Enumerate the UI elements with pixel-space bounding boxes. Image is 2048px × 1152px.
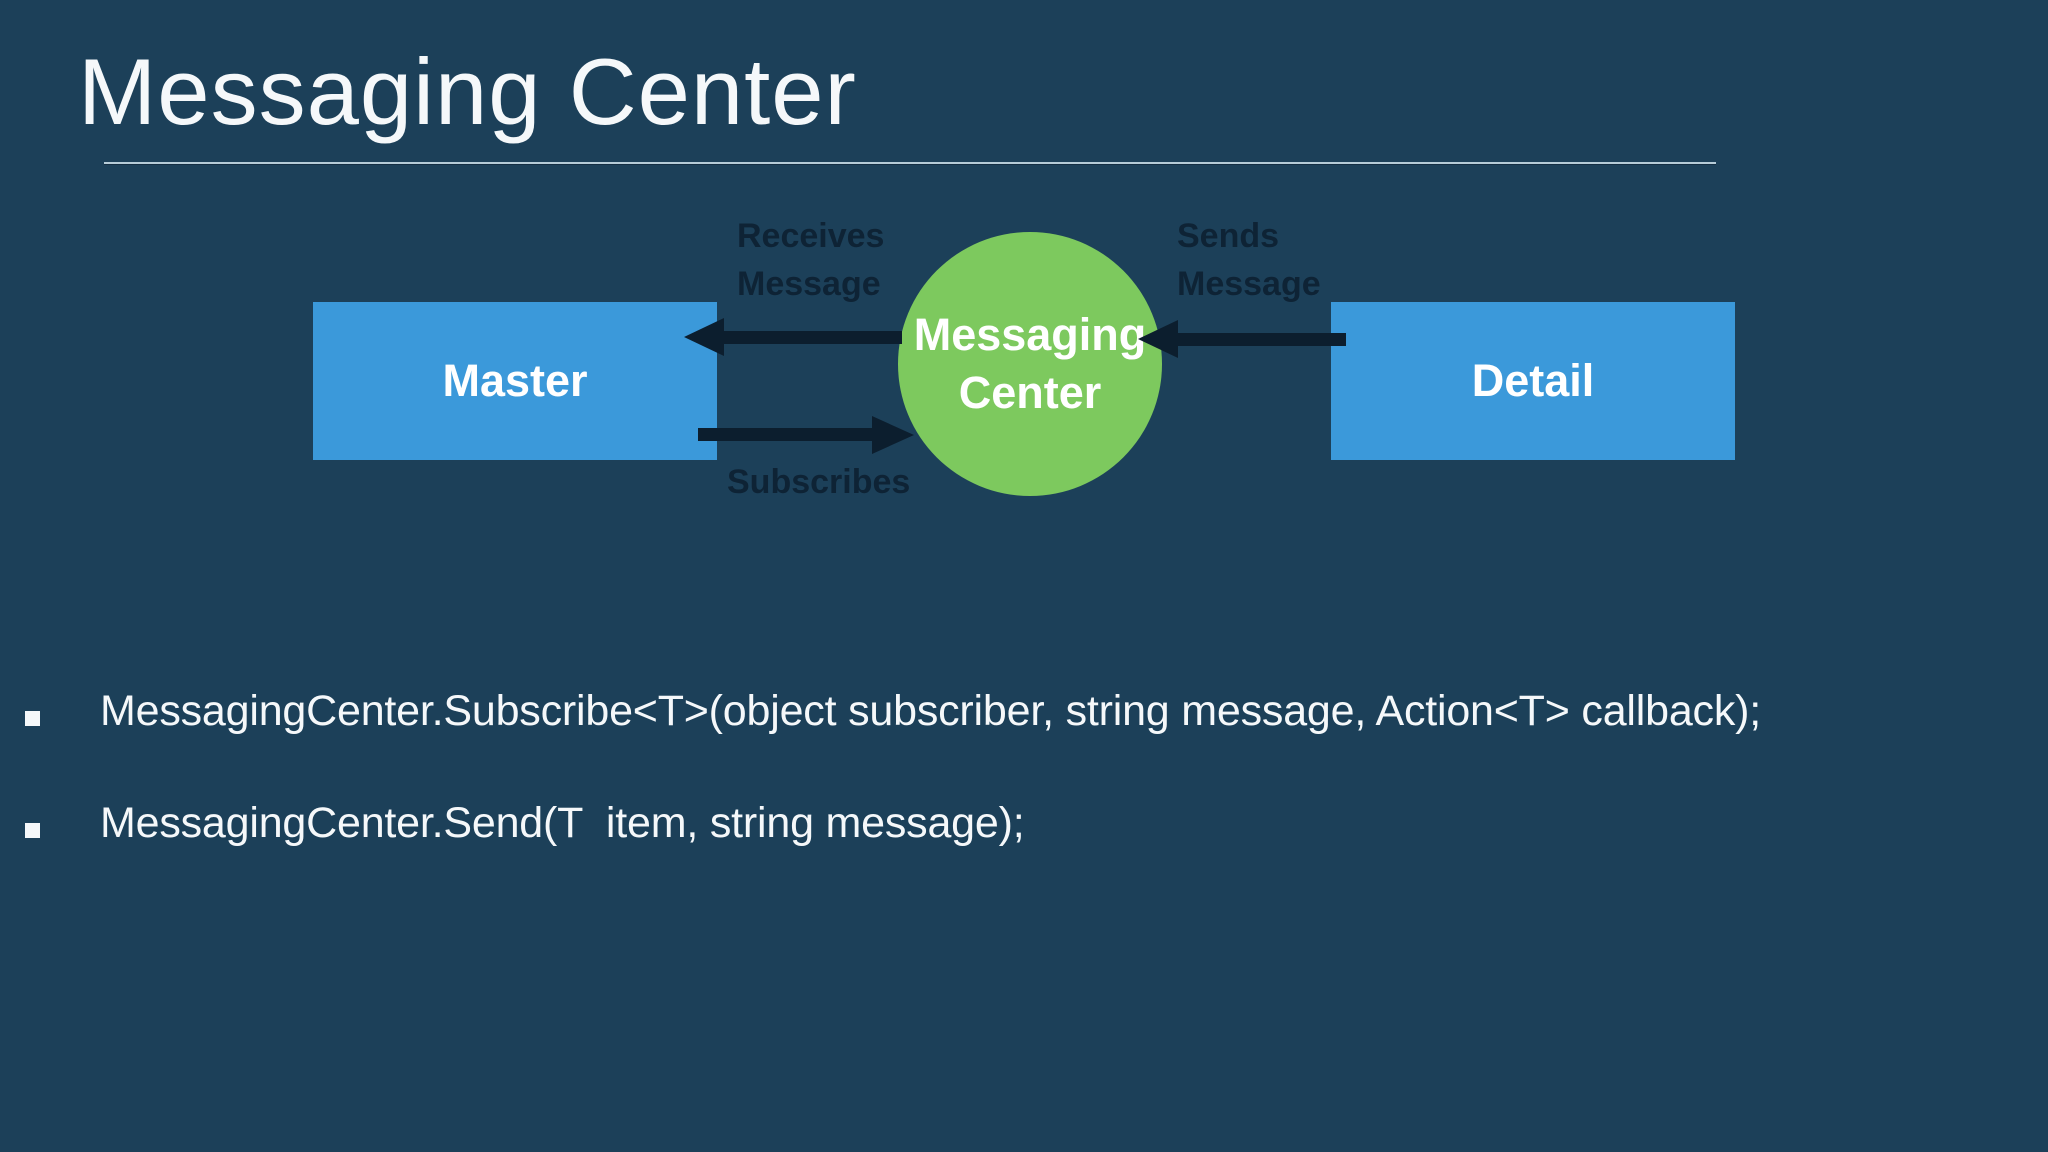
- list-item: MessagingCenter.Subscribe<T>(object subs…: [25, 686, 1761, 736]
- arrow-shaft: [698, 428, 874, 441]
- master-box-label: Master: [442, 355, 588, 406]
- arrow-head-left-icon: [684, 318, 724, 356]
- arrow-head-left-icon: [1138, 320, 1178, 358]
- bullet-square-icon: [25, 711, 40, 726]
- title-underline: [104, 162, 1716, 164]
- messaging-center-circle: Messaging Center: [898, 232, 1162, 496]
- sends-message-label: Sends Message: [1177, 217, 1321, 303]
- list-item: MessagingCenter.Send(T item, string mess…: [25, 798, 1025, 848]
- bullet-text: MessagingCenter.Subscribe<T>(object subs…: [100, 687, 1762, 735]
- page-title: Messaging Center: [78, 39, 857, 144]
- subscribes-label: Subscribes: [727, 463, 911, 501]
- messaging-center-label: Messaging Center: [913, 309, 1147, 418]
- detail-box-label: Detail: [1471, 355, 1595, 406]
- arrow-head-right-icon: [872, 416, 914, 454]
- master-box: Master: [313, 302, 717, 460]
- detail-box: Detail: [1331, 302, 1735, 460]
- arrow-shaft: [720, 331, 902, 344]
- receives-message-label: Receives Message: [737, 217, 885, 303]
- arrow-shaft: [1174, 333, 1346, 346]
- bullet-text: MessagingCenter.Send(T item, string mess…: [100, 799, 1025, 847]
- bullet-square-icon: [25, 823, 40, 838]
